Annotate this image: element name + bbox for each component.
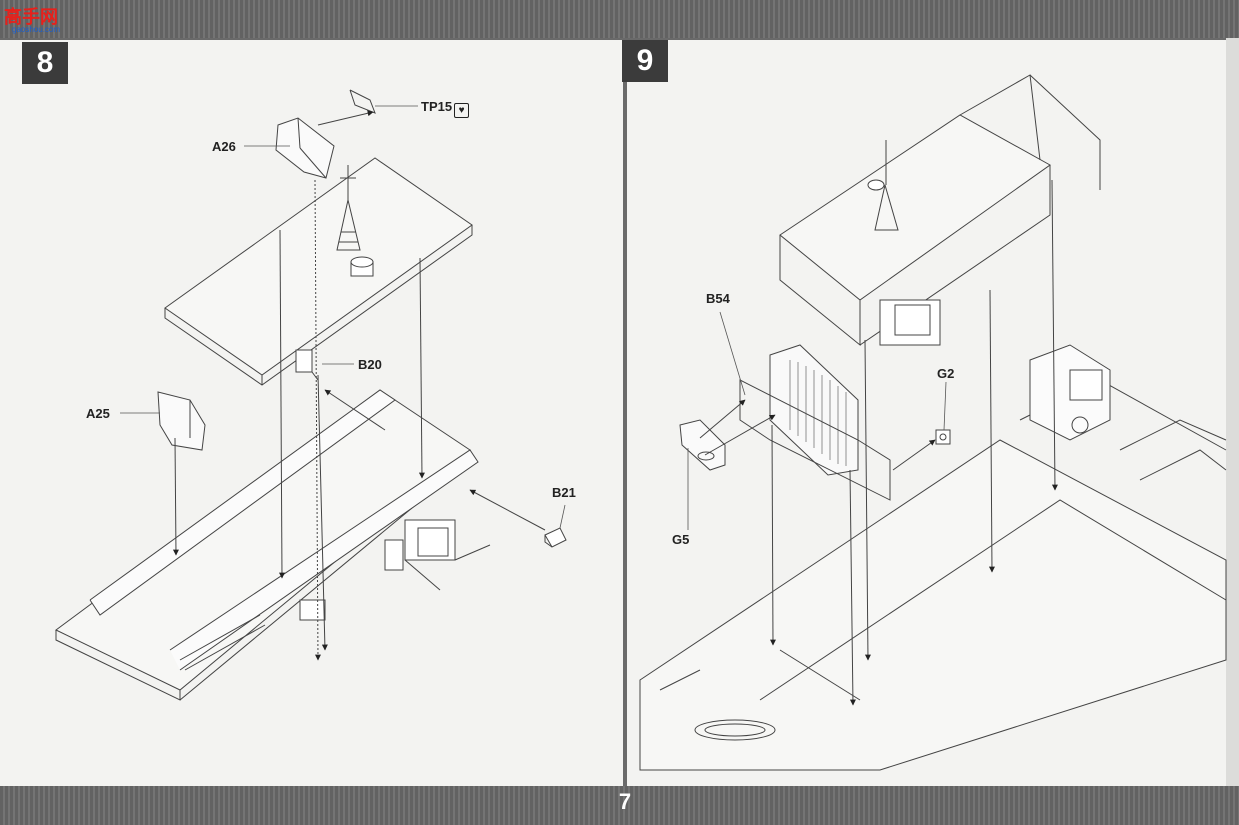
paper-edge: [1226, 38, 1239, 786]
part-a25: [157, 391, 206, 451]
callout-b21: B21: [552, 485, 576, 500]
callout-b54: B54: [706, 291, 730, 306]
step-8-mast: [336, 165, 374, 277]
part-g5: [679, 419, 726, 471]
top-band: [0, 0, 1239, 38]
callout-b20: B20: [358, 357, 382, 372]
logo-url: gaoshou.com: [12, 25, 61, 34]
step-9-hull: [639, 344, 1227, 771]
step-8-arrows: [172, 110, 546, 661]
part-g2: [935, 429, 951, 445]
part-tp15: [349, 89, 376, 114]
site-logo: 高手网 gaoshou.com: [4, 3, 84, 35]
callout-g2: G2: [937, 366, 955, 381]
photo-etch-icon: ♥: [454, 103, 470, 118]
step-9-arrows: [699, 179, 1058, 706]
logo-text: 高手网: [4, 7, 58, 27]
callout-a26: A26: [212, 139, 236, 154]
callout-g5: G5: [672, 532, 690, 547]
step-9-badge: 9: [622, 40, 668, 82]
part-b21: [544, 527, 567, 548]
part-a26: [275, 117, 335, 179]
callout-a25: A25: [86, 406, 110, 421]
step-9-upper-deck: [779, 74, 1101, 347]
leader-lines: [120, 105, 947, 530]
bottom-band: [0, 786, 1239, 825]
step-8-deck-plate: [164, 157, 473, 386]
part-b20: [295, 349, 319, 381]
callout-tp15-text: TP15: [421, 99, 453, 114]
step-8-badge: 8: [22, 42, 68, 84]
step-8-hull: [55, 389, 491, 701]
page-number: 7: [618, 789, 632, 814]
callout-tp15: TP15♥: [421, 99, 470, 118]
